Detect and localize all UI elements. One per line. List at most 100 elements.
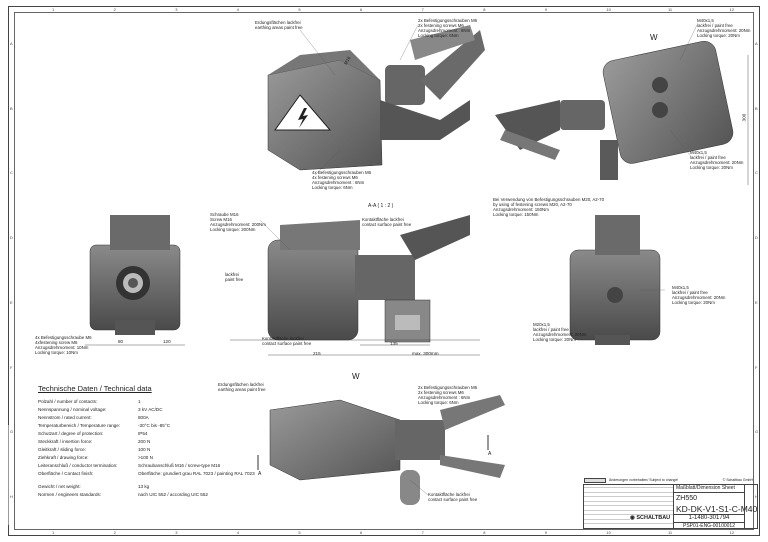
leader-lines	[259, 24, 698, 496]
connector-view-front	[89, 215, 181, 335]
logo-icon: ◉	[630, 515, 637, 521]
side-legal-strip	[8, 425, 22, 525]
section-marker-a-left: A	[258, 471, 262, 477]
note-m20x15: M20x1,5 lackfrei / paint free Anzugsdreh…	[533, 322, 587, 342]
note-paint-free: lackfrei paint free	[225, 272, 244, 282]
part-number: 1-1480-301794	[674, 514, 744, 521]
row-marker: E	[10, 299, 13, 305]
section-marker-a-right: A	[488, 451, 492, 457]
dimension-120: 120	[163, 339, 171, 344]
spec-value: IP54	[138, 430, 148, 436]
column-marker: 1	[52, 530, 55, 535]
technical-data-row: Oberfläche / Contact finish:Oberfläche: …	[38, 469, 298, 477]
column-marker: 2	[113, 530, 116, 535]
technical-data-row: Gewicht / net weight:13 kg	[38, 482, 298, 490]
connector-view-top-right	[495, 41, 734, 180]
column-marker: 1	[52, 7, 55, 12]
row-marker: F	[10, 364, 13, 370]
note-contact-mid: Kontaktfläche lackfrei contact surface p…	[262, 336, 312, 346]
row-marker: H	[755, 493, 758, 499]
technical-data-row: Leiteranschluß / conductor termination:S…	[38, 461, 298, 469]
row-marker: C	[10, 170, 13, 176]
spec-value: 800A	[138, 414, 149, 420]
spec-label: Nennstrom / rated current:	[38, 414, 92, 420]
dimension-215: 215	[313, 351, 321, 356]
column-marker: 8	[483, 530, 486, 535]
note-contact-top: Kontaktfläche lackfrei contact surface p…	[362, 217, 412, 227]
row-marker: C	[755, 170, 758, 176]
row-marker: F	[755, 364, 758, 370]
note-m40-right-mid: M40x1,5 lackfrei / paint free Anzugsdreh…	[690, 150, 744, 170]
column-marker: 9	[544, 530, 548, 535]
technical-data-row: Nennspannung / nominal voltage: 3 kV AC/D…	[38, 405, 298, 413]
high-voltage-icon	[298, 108, 308, 128]
technical-data-row: Normen / engineers standards:nach UIC 55…	[38, 490, 298, 498]
note-screw-m16: Schraube M16 Screw M16 Anzugsdrehmoment:…	[210, 212, 266, 232]
note-screws-left: 4x Befestigungsschraube M6 4xfestening s…	[35, 335, 92, 355]
note-screws-bottom: 2x Befestigungsschrauben M6 2x festening…	[418, 385, 478, 405]
column-marker: 5	[298, 530, 301, 535]
type-code: KD-DK-V1-S1-C-M40	[676, 504, 758, 514]
note-earthing-bottom: Erdungsflächen lackfrei earthing areas p…	[218, 382, 266, 392]
column-marker: 12	[729, 530, 735, 535]
column-marker: 10	[606, 530, 611, 535]
technical-data-row: Polzahl / number of contacts:1	[38, 397, 298, 405]
column-marker: 4	[236, 530, 240, 535]
note-m40-top-right: M40x1,5 lackfrei / paint free Anzugsdreh…	[697, 18, 751, 38]
technical-data-table: Technische Daten / Technical data Polzah…	[38, 384, 298, 498]
spec-value: -30°C bis -85°C	[138, 422, 171, 428]
spec-value: 1	[138, 398, 141, 404]
technical-data-row: Steckkraft / insertion force:200 N	[38, 437, 298, 445]
spec-label: Nennspannung / nominal voltage:	[38, 406, 107, 412]
spec-label: Leiteranschluß / conductor termination:	[38, 462, 118, 468]
view-label-w-bottom: W	[352, 372, 360, 381]
row-marker: B	[10, 105, 13, 111]
dimension-300: 300	[741, 113, 747, 122]
title-block: Änderungen vorbehalten/ Subject to chang…	[583, 478, 758, 529]
column-marker: 3	[175, 7, 178, 12]
company-name: SCHALTBAU	[636, 515, 671, 521]
spec-value: nach UIC 552 / according UIC 552	[138, 491, 208, 497]
row-marker: B	[755, 105, 758, 111]
view-label-w-top: W	[650, 33, 658, 42]
column-marker: 7	[421, 530, 424, 535]
column-marker: 7	[421, 7, 424, 12]
changes-note: Änderungen vorbehalten/ Subject to chang…	[609, 478, 679, 482]
column-marker: 5	[298, 7, 301, 12]
column-marker: 9	[544, 7, 548, 12]
row-marker: D	[10, 235, 13, 241]
technical-data-row: Schutzart / degree of protection:IP54	[38, 429, 298, 437]
row-marker: G	[755, 429, 759, 435]
drawing-border	[14, 12, 754, 530]
column-marker: 4	[236, 7, 240, 12]
technical-data-row: Ziehkraft / drawing force: >100 N	[38, 453, 298, 461]
spec-value: >100 N	[138, 454, 153, 460]
dimension-max-300: max. 300mm	[412, 351, 439, 356]
dimension-lines	[85, 55, 749, 356]
column-marker: 11	[668, 530, 673, 535]
technical-data-title: Technische Daten / Technical data	[38, 384, 152, 393]
row-marker: E	[755, 299, 758, 305]
revision-box	[584, 478, 606, 483]
row-marker: G	[10, 429, 14, 435]
column-marker: 3	[175, 530, 178, 535]
section-label-aa: A-A ( 1 : 2 )	[368, 203, 394, 209]
spec-label: Gleitkraft / sliding force:	[38, 446, 86, 452]
spec-value: 3 kV AC/DC	[138, 406, 163, 412]
spec-label: Ziehkraft / drawing force:	[38, 454, 89, 460]
note-earthing-top: Erdungsflächen lackfrei earthing areas p…	[255, 20, 303, 30]
dimension-135: 135	[390, 341, 398, 346]
dimension-80: 80	[118, 339, 124, 344]
technical-data-row: Nennstrom / rated current: 800A	[38, 413, 298, 421]
spec-label: Steckkraft / insertion force:	[38, 438, 93, 444]
column-marker: 6	[360, 7, 363, 12]
sheet-type: Maßblatt/Dimension Sheet	[674, 485, 744, 493]
document-number: PSP01-ENG-00100012	[674, 522, 744, 529]
connector-view-top-left	[267, 25, 485, 171]
note-m20-screws: Bei Verwendung von Befestigungsschrauben…	[493, 197, 605, 217]
spec-label: Oberfläche / Contact finish:	[38, 470, 94, 476]
column-marker: 11	[668, 7, 673, 12]
row-marker: D	[755, 235, 758, 241]
column-marker: 12	[729, 7, 735, 12]
